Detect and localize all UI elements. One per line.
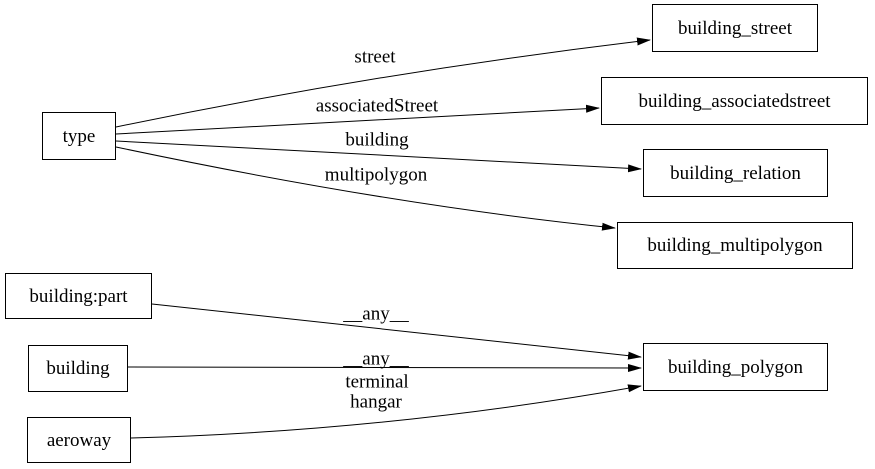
edge-type-building_multipolygon bbox=[115, 146, 616, 231]
node-building-relation: building_relation bbox=[643, 149, 828, 197]
node-building-associatedstreet: building_associatedstreet bbox=[601, 77, 868, 125]
node-type: type bbox=[42, 112, 116, 160]
edge-building-building_polygon bbox=[127, 363, 642, 372]
edge-label-any-building: __any__ bbox=[343, 348, 409, 370]
edge-buildingpart-building_polygon bbox=[151, 303, 642, 360]
edge-type-building_street bbox=[115, 37, 651, 128]
edge-type-building_associatedstreet bbox=[115, 104, 600, 135]
node-building-polygon: building_polygon bbox=[643, 343, 828, 391]
node-building: building bbox=[28, 345, 128, 392]
node-building-street: building_street bbox=[652, 4, 818, 52]
edge-type-building_relation bbox=[115, 140, 642, 173]
edge-label-building: building bbox=[345, 129, 409, 151]
edge-label-associatedstreet: associatedStreet bbox=[315, 95, 439, 117]
edge-aeroway-building_polygon bbox=[130, 384, 642, 439]
edge-label-multipolygon: multipolygon bbox=[324, 164, 428, 186]
edge-label-any-buildingpart: __any__ bbox=[343, 303, 409, 325]
edge-label-hangar: hangar bbox=[350, 391, 402, 413]
node-aeroway: aeroway bbox=[27, 417, 131, 463]
node-building-multipolygon: building_multipolygon bbox=[617, 222, 853, 269]
edge-label-street: street bbox=[354, 46, 396, 68]
node-building-part: building:part bbox=[5, 273, 152, 319]
edge-label-terminal: terminal bbox=[345, 371, 409, 393]
